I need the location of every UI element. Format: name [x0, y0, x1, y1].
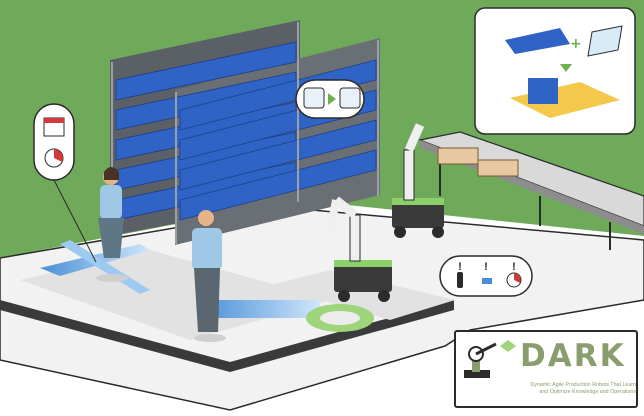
shelving-unit: [110, 20, 380, 245]
conveyor-belt: [417, 131, 644, 250]
person-icon: [457, 272, 463, 288]
item-recognition-callout: [295, 79, 365, 119]
tagline-line-2: and Optimize Knowledge and Operations: [539, 388, 636, 395]
alert-mark-2: !: [484, 261, 488, 273]
darko-logo-panel: DARK Dynamic Agile Production Robots Tha…: [454, 330, 638, 408]
alert-mark-1: !: [458, 261, 462, 273]
safety-alerts-callout: ! ! !: [439, 255, 533, 297]
clock-icon: [44, 148, 64, 168]
robot-arm-logo-icon: [464, 340, 516, 378]
navigation-target-ring: [306, 304, 374, 332]
item-icon: [303, 87, 325, 109]
simulation-inset: +: [474, 7, 636, 135]
navigation-arrows: [40, 240, 320, 318]
darko-wordmark: DARK: [520, 338, 626, 374]
schedule-callout: [33, 103, 97, 263]
calendar-icon: [43, 117, 65, 137]
robot-mobile-manipulator-rear: [392, 123, 444, 238]
robot-mobile-manipulator-front: [326, 196, 392, 302]
plus-icon: +: [570, 36, 582, 52]
arrow-right-icon: [328, 93, 336, 105]
darko-tagline: Dynamic Agile Production Robots That Lea…: [494, 382, 636, 395]
arrow-down-icon: [560, 64, 572, 72]
timer-icon: [506, 272, 522, 288]
alert-mark-3: !: [512, 261, 516, 273]
worker-woman: [96, 167, 128, 282]
digital-model-icon: [587, 25, 623, 57]
tagline-line-1: Dynamic Agile Production Robots That Lea…: [530, 382, 636, 388]
path-icon: [482, 278, 492, 284]
grasp-icon: [339, 87, 361, 109]
worker-man: [192, 210, 226, 342]
camera-scan-icon: [505, 28, 570, 54]
